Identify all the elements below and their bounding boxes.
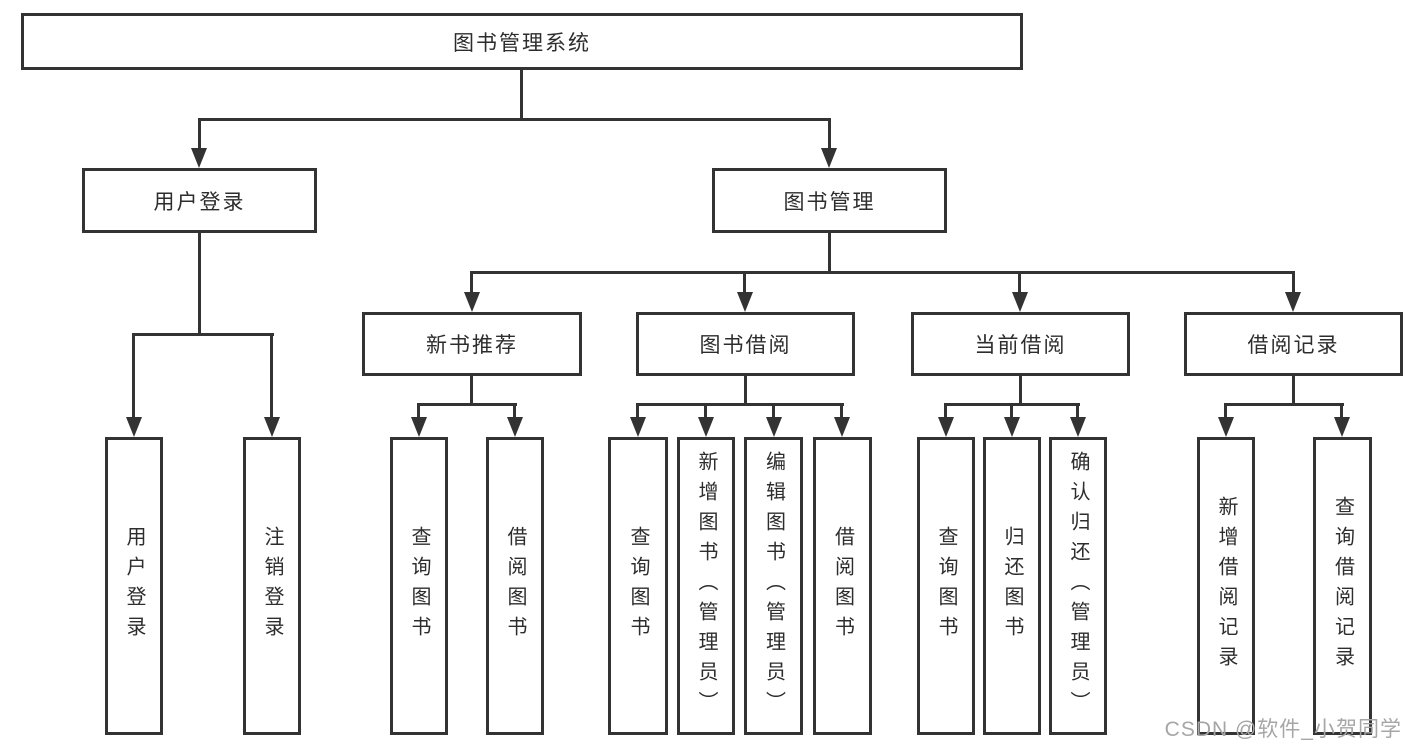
- node-query-books-current: 查询图书: [917, 437, 975, 735]
- connector-line: [1340, 403, 1343, 419]
- node-logout-login: 注销登录: [243, 437, 301, 735]
- connector-line: [1292, 271, 1295, 294]
- arrow-down-icon: [264, 417, 280, 437]
- node-borrow-books-recommend: 借阅图书: [486, 437, 544, 735]
- connector-line: [132, 333, 274, 336]
- connector-line: [1018, 271, 1021, 294]
- arrow-down-icon: [1218, 417, 1234, 437]
- connector-line: [828, 233, 831, 274]
- arrow-down-icon: [464, 292, 480, 312]
- node-confirm-return-admin: 确认归还（管理员）: [1049, 437, 1107, 735]
- connector-line: [828, 118, 831, 150]
- arrow-down-icon: [1012, 292, 1028, 312]
- arrow-down-icon: [821, 148, 837, 168]
- connector-line: [470, 376, 473, 406]
- arrow-down-icon: [938, 417, 954, 437]
- connector-line: [744, 376, 747, 406]
- connector-line: [636, 403, 844, 406]
- node-add-books-admin: 新增图书（管理员）: [677, 437, 735, 735]
- node-query-books-recommend: 查询图书: [390, 437, 448, 735]
- connector-line: [772, 403, 775, 419]
- arrow-down-icon: [1004, 417, 1020, 437]
- connector-line: [470, 271, 473, 294]
- connector-line: [198, 118, 201, 150]
- node-current-borrowing: 当前借阅: [911, 312, 1130, 376]
- connector-line: [132, 333, 135, 419]
- connector-line: [1224, 403, 1344, 406]
- node-book-management: 图书管理: [712, 168, 947, 233]
- arrow-down-icon: [1285, 292, 1301, 312]
- connector-line: [417, 403, 517, 406]
- node-query-borrow-record: 查询借阅记录: [1313, 437, 1372, 735]
- arrow-down-icon: [507, 417, 523, 437]
- node-user-login: 用户登录: [82, 168, 317, 233]
- arrow-down-icon: [126, 417, 142, 437]
- node-user-login-leaf: 用户登录: [105, 437, 163, 735]
- connector-line: [743, 271, 746, 294]
- connector-line: [1010, 403, 1013, 419]
- node-return-books: 归还图书: [983, 437, 1041, 735]
- connector-line: [513, 403, 516, 419]
- node-new-book-recommendation: 新书推荐: [362, 312, 582, 376]
- arrow-down-icon: [766, 417, 782, 437]
- connector-line: [944, 403, 947, 419]
- watermark: CSDN @软件_小贺同学: [1164, 718, 1402, 741]
- node-library-management-system: 图书管理系统: [21, 13, 1023, 70]
- connector-line: [470, 271, 1295, 274]
- connector-line: [417, 403, 420, 419]
- node-edit-books-admin: 编辑图书（管理员）: [744, 437, 803, 735]
- arrow-down-icon: [737, 292, 753, 312]
- connector-line: [636, 403, 639, 419]
- node-borrow-books-leaf: 借阅图书: [813, 437, 872, 735]
- arrow-down-icon: [1070, 417, 1086, 437]
- connector-line: [1019, 376, 1022, 406]
- connector-line: [840, 403, 843, 419]
- connector-line: [1224, 403, 1227, 419]
- arrow-down-icon: [630, 417, 646, 437]
- connector-line: [198, 118, 831, 121]
- connector-line: [1076, 403, 1079, 419]
- connector-line: [198, 233, 201, 336]
- arrow-down-icon: [834, 417, 850, 437]
- connector-line: [520, 70, 523, 120]
- arrow-down-icon: [191, 148, 207, 168]
- node-borrowing-records: 借阅记录: [1184, 312, 1403, 376]
- node-book-borrowing: 图书借阅: [636, 312, 855, 376]
- arrow-down-icon: [1334, 417, 1350, 437]
- arrow-down-icon: [698, 417, 714, 437]
- connector-line: [270, 333, 273, 419]
- arrow-down-icon: [411, 417, 427, 437]
- node-add-borrow-record: 新增借阅记录: [1197, 437, 1255, 735]
- node-query-books-borrowing: 查询图书: [608, 437, 668, 735]
- connector-line: [1292, 376, 1295, 406]
- connector-line: [704, 403, 707, 419]
